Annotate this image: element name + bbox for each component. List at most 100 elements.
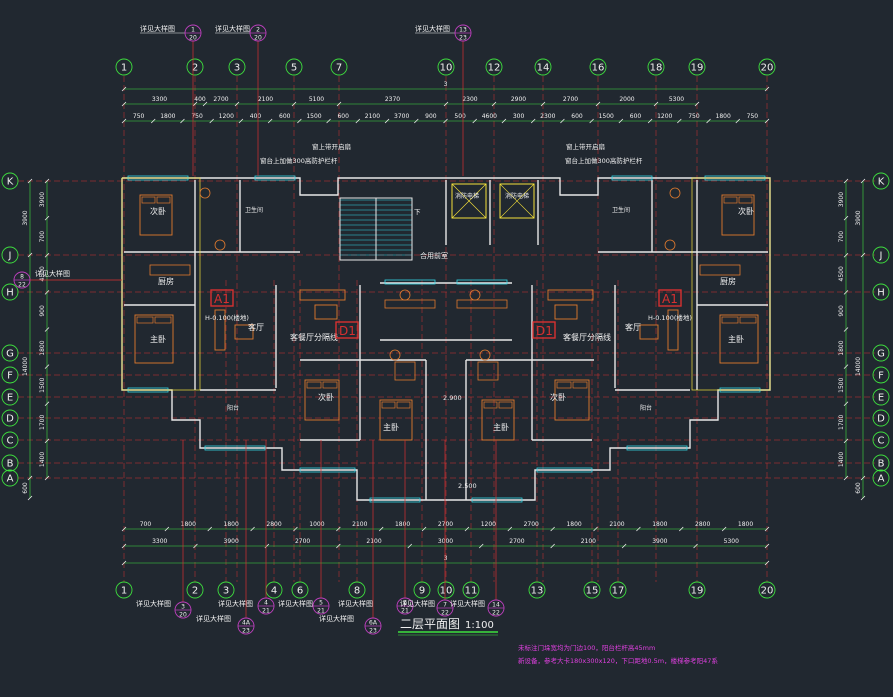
- dimension-tick: [764, 86, 770, 92]
- axis-label: B: [7, 459, 14, 470]
- axis-bubble: [609, 581, 627, 599]
- dimension-text: 3: [444, 81, 448, 88]
- dimension-tick: [121, 118, 127, 124]
- elevator-car: [499, 183, 535, 219]
- callout-number: 13: [459, 27, 467, 34]
- dimension-text: 1800: [738, 521, 753, 528]
- window: [626, 445, 688, 451]
- axis-bubble: [1, 344, 19, 362]
- dimension-text: 1800: [716, 113, 731, 120]
- dimension-tick: [764, 560, 770, 566]
- pillow: [498, 401, 513, 409]
- callout-number: 2: [256, 27, 260, 34]
- dimension-tick: [693, 543, 698, 549]
- pillow: [396, 401, 411, 409]
- room-labels: 次卧 次卧 主卧 主卧 客厅 客厅 厨房 厨房 客餐厅分隔线 客餐厅分隔线 次卧…: [150, 192, 754, 432]
- furniture-layer: [134, 187, 759, 441]
- dimension-tick: [291, 101, 297, 107]
- room-elevator-left: 消防电梯: [455, 192, 479, 200]
- dimension-tick: [207, 526, 213, 532]
- unit-tag-a1-right-box: [658, 289, 682, 307]
- dimension-text: 5300: [724, 538, 739, 545]
- counter: [384, 299, 436, 309]
- dimension-tick: [336, 543, 341, 549]
- axis-label: 15: [586, 586, 599, 597]
- axis-bubble: [1, 431, 19, 449]
- dimension-tick: [764, 543, 770, 549]
- fixture: [479, 349, 491, 361]
- dimension-text: 3: [444, 555, 448, 562]
- axis-label: K: [878, 177, 885, 188]
- dimension-tick: [164, 526, 170, 532]
- pillow: [156, 196, 171, 204]
- room-kitchen-left: 厨房: [158, 276, 174, 286]
- sofa: [667, 309, 679, 351]
- dimension-text: 1700: [838, 415, 845, 430]
- pillow: [721, 316, 739, 324]
- sofa: [547, 289, 594, 301]
- room-balcony-right: 阳台: [640, 404, 652, 412]
- axis-label: 2: [192, 586, 198, 597]
- dimension-text: 900: [425, 113, 437, 120]
- dimension-text: 4600: [482, 113, 497, 120]
- axis-label: 1: [121, 586, 127, 597]
- dimension-tick: [721, 526, 727, 532]
- counter: [699, 264, 741, 276]
- callout-label: 详见大样图: [215, 24, 250, 33]
- title-scale: 1:100: [465, 620, 494, 631]
- axis-label: G: [6, 349, 14, 360]
- dimension-text: 2100: [581, 538, 596, 545]
- axis-label: 11: [465, 586, 478, 597]
- title-text: 二层平面图: [400, 617, 460, 631]
- unit-tag-d1-left-box: [335, 321, 359, 339]
- plan-annotations: 窗台上加做300高防护栏杆 窗台上加做300高防护栏杆 窗上带开启扇 窗上带开启…: [205, 142, 692, 490]
- axis-label: 3: [223, 586, 229, 597]
- axis-bubble: [413, 581, 431, 599]
- dimension-tick: [192, 101, 198, 107]
- axis-label: D: [6, 414, 14, 425]
- callout-sheet: 21: [317, 608, 325, 615]
- dimension-text: 5100: [309, 96, 324, 103]
- dimension-text: 1500: [838, 377, 845, 392]
- dimension-tick: [27, 495, 33, 501]
- bed: [721, 194, 755, 236]
- sofa: [299, 289, 346, 301]
- dimension-text: 3900: [838, 192, 845, 207]
- axis-label: E: [7, 393, 13, 404]
- dimension-text: 3300: [152, 538, 167, 545]
- elevator-car: [451, 183, 487, 219]
- unit-tags: A1 A1 D1 D1: [210, 289, 682, 339]
- dimension-tick: [618, 118, 624, 124]
- dimension-text: 600: [630, 113, 642, 120]
- window: [384, 279, 436, 285]
- dimension-tick: [180, 118, 185, 124]
- dimension-tick: [860, 178, 866, 184]
- dimension-text: 2900: [511, 96, 526, 103]
- dimension-tick: [653, 101, 659, 107]
- axis-label: 10: [440, 63, 453, 74]
- callout-label: 详见大样图: [140, 24, 175, 33]
- axis-bubble: [115, 581, 133, 599]
- axis-bubble: [758, 58, 776, 76]
- bed: [719, 314, 759, 364]
- callout-sheet: 20: [179, 612, 187, 619]
- stair-down-label: 下: [414, 208, 421, 216]
- dimension-tick: [843, 475, 849, 481]
- dimension-tick: [250, 526, 255, 532]
- axis-label: H: [6, 288, 14, 299]
- dimension-tick: [647, 118, 653, 124]
- window: [204, 445, 266, 451]
- dimension-tick: [530, 118, 536, 124]
- dimension-text: 1200: [657, 113, 672, 120]
- axis-bubble: [462, 581, 480, 599]
- dimension-text: 1800: [395, 521, 410, 528]
- callout-sheet: 22: [492, 610, 500, 617]
- callout-sheet: 22: [441, 610, 449, 617]
- table: [639, 324, 659, 340]
- axis-label: 16: [592, 63, 605, 74]
- axis-bubble: [115, 58, 133, 76]
- dimension-text: 1800: [652, 521, 667, 528]
- callout-sheet: 21: [401, 608, 409, 615]
- callout-number: 6: [403, 600, 407, 607]
